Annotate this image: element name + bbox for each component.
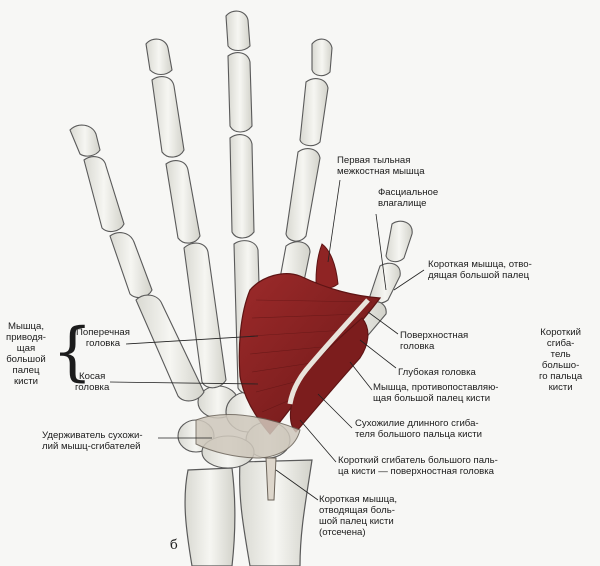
figure-letter: б xyxy=(170,538,178,553)
flexor-pollicis-longus-tendon xyxy=(287,298,370,405)
label-adductor-pollicis: Мышца, приводя- щая большой палец кисти xyxy=(6,321,46,387)
label-opponens-pollicis: Мышца, противопоставляю- щая большой пал… xyxy=(373,382,499,404)
label-abductor-pollicis-brevis: Короткая мышца, отво- дящая большой пале… xyxy=(428,259,532,281)
opponens-and-flexor-brevis xyxy=(289,317,369,433)
label-deep-head: Глубокая головка xyxy=(398,367,476,378)
muscle-fibres xyxy=(249,299,373,413)
label-flexor-retinaculum: Удерживатель сухожи- лий мышц-сгибателей xyxy=(42,430,143,452)
label-oblique-head: Косая головка xyxy=(75,371,110,393)
flexor-retinaculum xyxy=(195,414,301,459)
label-superficial-head: Поверхностная головка xyxy=(400,330,469,352)
leader-lines xyxy=(109,179,425,501)
label-transverse-head: Поперечная головка xyxy=(76,327,130,349)
radius xyxy=(239,459,313,566)
label-abductor-pollicis-brevis-cut: Короткая мышца, отводящая боль- шой пале… xyxy=(319,494,398,538)
little-finger xyxy=(69,124,205,402)
abductor-pollicis-brevis-stump xyxy=(265,457,277,501)
label-flexor-pollicis-brevis: Короткий сгиба- тель большо- го пальца к… xyxy=(539,327,583,393)
adductor-brace: { xyxy=(52,315,93,389)
label-fascial-sheath: Фасциальное влагалище xyxy=(378,187,439,209)
forearm-bones xyxy=(184,459,313,566)
thenar-muscles xyxy=(238,243,382,435)
label-flexor-pollicis-longus-tendon: Сухожилие длинного сгиба- теля большого … xyxy=(355,418,483,440)
label-first-dorsal-interosseous: Первая тыльная межкостная мышца xyxy=(337,155,425,177)
ulna xyxy=(184,467,236,566)
ring-finger xyxy=(145,38,227,389)
label-flexor-pollicis-brevis-superficial: Короткий сгибатель большого паль- ца кис… xyxy=(338,455,498,477)
